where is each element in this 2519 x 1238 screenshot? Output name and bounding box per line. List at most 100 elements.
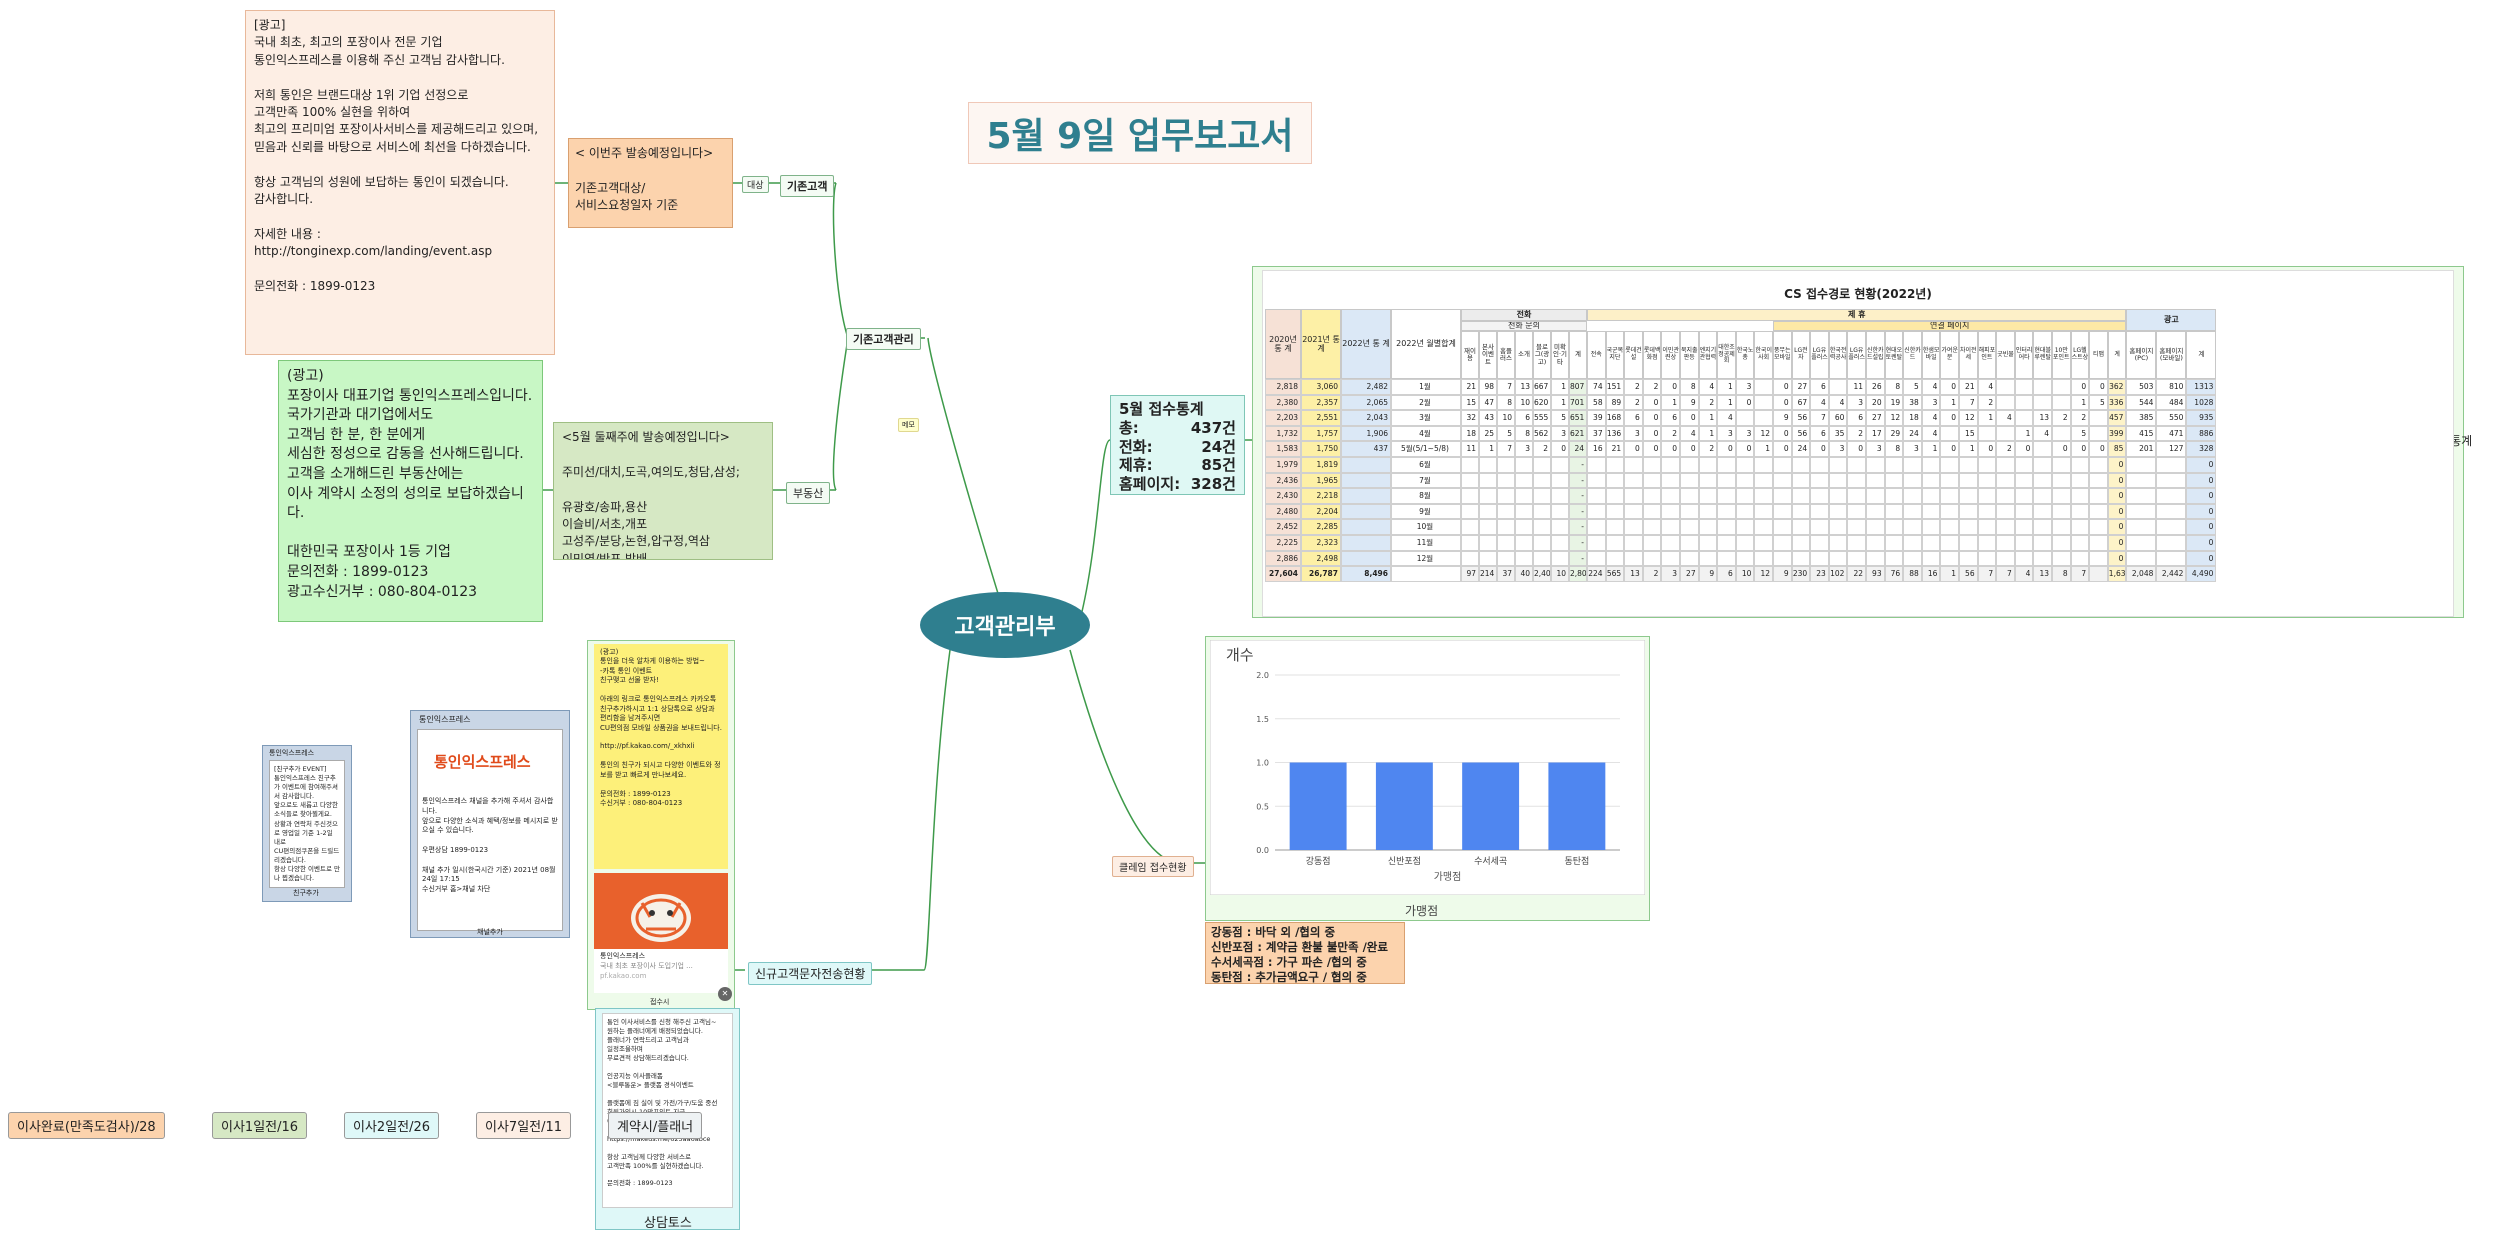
cs-cell [1624, 457, 1643, 473]
cs-cell [1996, 551, 2015, 567]
realestate-node[interactable]: 부동산 [786, 482, 830, 504]
cs-cell [1885, 473, 1904, 489]
cs-cell [1829, 379, 1848, 395]
ad-message-existing: [광고] 국내 최초, 최고의 포장이사 전문 기업 통인익스프레스를 이용해 … [245, 10, 555, 355]
cs-col-header: 홈페이지(PC) [2126, 331, 2156, 379]
cs-col-header: 전속 [1587, 331, 1606, 379]
cs-cell [1866, 535, 1885, 551]
flow-step[interactable]: 이사7일전/11 [476, 1112, 571, 1139]
cs-cell [1829, 488, 1848, 504]
cs-cell [1606, 473, 1625, 489]
dispatch-caption: 접수시 [650, 997, 669, 1007]
cs-group-phone: 전화 [1461, 309, 1587, 321]
target-tag[interactable]: 대상 [742, 176, 769, 193]
cs-cell [1533, 504, 1551, 520]
cs-cell [1661, 504, 1680, 520]
cs-col-header: 미확인·기타 [1551, 331, 1569, 379]
cs-cell [1959, 473, 1978, 489]
cs-cell [1551, 519, 1569, 535]
flow-step[interactable]: 이사1일전/16 [212, 1112, 307, 1139]
cs-cell: 5 [2089, 395, 2108, 411]
cs-cell [1717, 551, 1736, 567]
cs-cell: 0 [1643, 395, 1662, 411]
cs-cell [2089, 551, 2108, 567]
cs-cell [1551, 457, 1569, 473]
cs-cell [1624, 519, 1643, 535]
cs-cell: 2 [1847, 426, 1866, 442]
cs-cell [1551, 535, 1569, 551]
cs-cell: 3 [1661, 566, 1680, 582]
cs-cell [1479, 535, 1497, 551]
cs-cell [2052, 379, 2071, 395]
monthly-stat-row: 전화:24건 [1119, 438, 1236, 457]
cs-cell: 6월 [1391, 457, 1461, 473]
panel2-caption: 채널추가 [477, 927, 503, 937]
complaint-node[interactable]: 클레임 접수현황 [1112, 856, 1194, 877]
cs-cell: 0 [2052, 441, 2071, 457]
cs-col-header: LG유플러스 [1810, 331, 1829, 379]
cs-cell: 0 [2186, 473, 2216, 489]
cs-cell: 3 [1624, 426, 1643, 442]
small-note[interactable]: 메모 [898, 418, 919, 432]
chart-caption: 가맹점 [1405, 902, 1438, 919]
cs-cell [1959, 519, 1978, 535]
cs-cell: 2 [1643, 379, 1662, 395]
cs-cell [1699, 457, 1718, 473]
cs-cell [1497, 535, 1515, 551]
cs-cell: 0 [2186, 488, 2216, 504]
flow-step[interactable]: 계약시/플래너 [608, 1112, 702, 1139]
cs-cell [1497, 551, 1515, 567]
panel2-message: 통인익스프레스 통인익스프레스 채널을 추가해 주셔서 감사합니다. 앞으로 다… [417, 729, 563, 931]
cs-cell [1773, 504, 1792, 520]
cs-cell: 136 [1606, 426, 1625, 442]
cs-cell: 2,452 [1265, 519, 1301, 535]
cs-cell: 22 [1847, 566, 1866, 582]
cs-cell [1341, 457, 1391, 473]
cs-cell: 3 [1847, 395, 1866, 411]
cs-cell: 2,204 [1301, 504, 1341, 520]
cs-col-header: LG유플러스 [1847, 331, 1866, 379]
cs-cell [2015, 488, 2034, 504]
cs-cell: 27 [1866, 410, 1885, 426]
cs-cell [1829, 457, 1848, 473]
cs-cell: 2,406 [1533, 566, 1551, 582]
existing-customer-node[interactable]: 기존고객 [780, 175, 834, 197]
share-icon[interactable]: ✕ [718, 987, 732, 1001]
cs-cell [1661, 519, 1680, 535]
new-customer-report-node[interactable]: 신규고객문자전송현황 [748, 962, 872, 985]
cs-cell: 471 [2156, 426, 2186, 442]
cs-cell [1587, 504, 1606, 520]
cs-cell: 4 [1922, 379, 1941, 395]
cs-group-ad: 광고 [2126, 309, 2216, 331]
cs-cell [1497, 457, 1515, 473]
cs-cell [1996, 379, 2015, 395]
flow-step[interactable]: 이사완료(만족도검사)/28 [8, 1112, 165, 1139]
cs-cell: 3 [1903, 441, 1922, 457]
cs-cell [2071, 535, 2090, 551]
cs-col-header: 블로그(광고) [1533, 331, 1551, 379]
cs-cell: 2,442 [2156, 566, 2186, 582]
cs-cell [1847, 488, 1866, 504]
cs-cell: 1,732 [1265, 426, 1301, 442]
cs-cell [1606, 551, 1625, 567]
cs-cell [1736, 488, 1755, 504]
cs-header-cell: 2022년 월별합계 [1391, 309, 1461, 379]
cs-cell: 8 [1515, 426, 1533, 442]
chart-xtick-label: 동탄점 [1564, 855, 1589, 867]
cs-cell: 17 [1866, 426, 1885, 442]
cs-cell [1922, 551, 1941, 567]
cs-cell [1497, 473, 1515, 489]
cs-cell: 4 [1717, 410, 1736, 426]
central-node[interactable]: 고객관리부 [920, 592, 1090, 658]
cs-cell [1847, 457, 1866, 473]
chart-bar [1462, 763, 1519, 851]
flow-step[interactable]: 이사2일전/26 [344, 1112, 439, 1139]
cs-cell: 67 [1792, 395, 1811, 411]
chart-xtick-label: 신반포점 [1388, 855, 1421, 867]
existing-management-node[interactable]: 기존고객관리 [846, 328, 921, 350]
cs-cell [1773, 551, 1792, 567]
cs-cell: 12월 [1391, 551, 1461, 567]
cs-cell [1341, 504, 1391, 520]
cs-cell [1717, 535, 1736, 551]
